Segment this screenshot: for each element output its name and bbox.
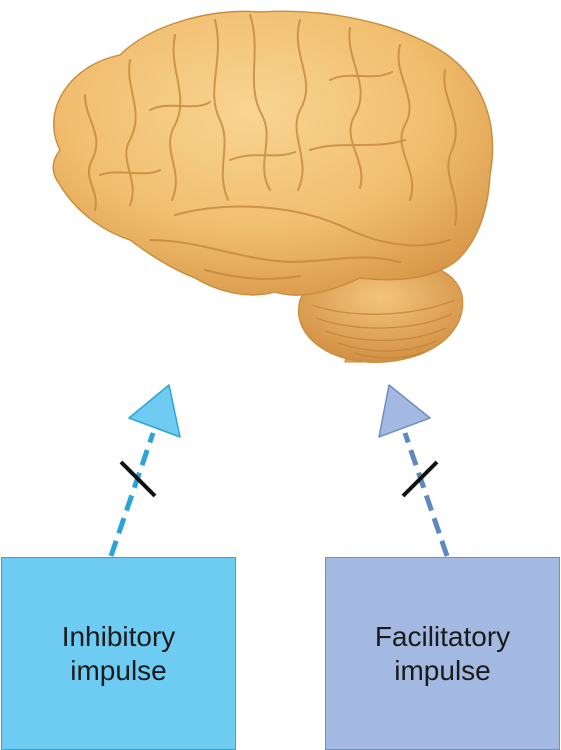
inhibitory-arrowhead [128, 384, 181, 438]
inhibitory-impulse-box: Inhibitory impulse [1, 557, 236, 750]
inhibitory-label-line2: impulse [70, 654, 167, 686]
brain-illustration [52, 10, 494, 363]
facilitatory-label-line2: impulse [394, 654, 491, 686]
facilitatory-label-line1: Facilitatory [374, 620, 511, 652]
inhibitory-label-line1: Inhibitory [61, 620, 176, 652]
facilitatory-pathway [378, 384, 450, 557]
inhibitory-dashed-line [108, 432, 156, 557]
cerebrum [52, 10, 494, 296]
facilitatory-dashed-line [402, 432, 450, 557]
facilitatory-arrowhead [378, 384, 431, 438]
facilitatory-impulse-box: Facilitatory impulse [325, 557, 560, 750]
inhibitory-block-mark [119, 460, 157, 498]
facilitatory-block-mark [401, 460, 439, 498]
inhibitory-pathway [108, 384, 181, 557]
